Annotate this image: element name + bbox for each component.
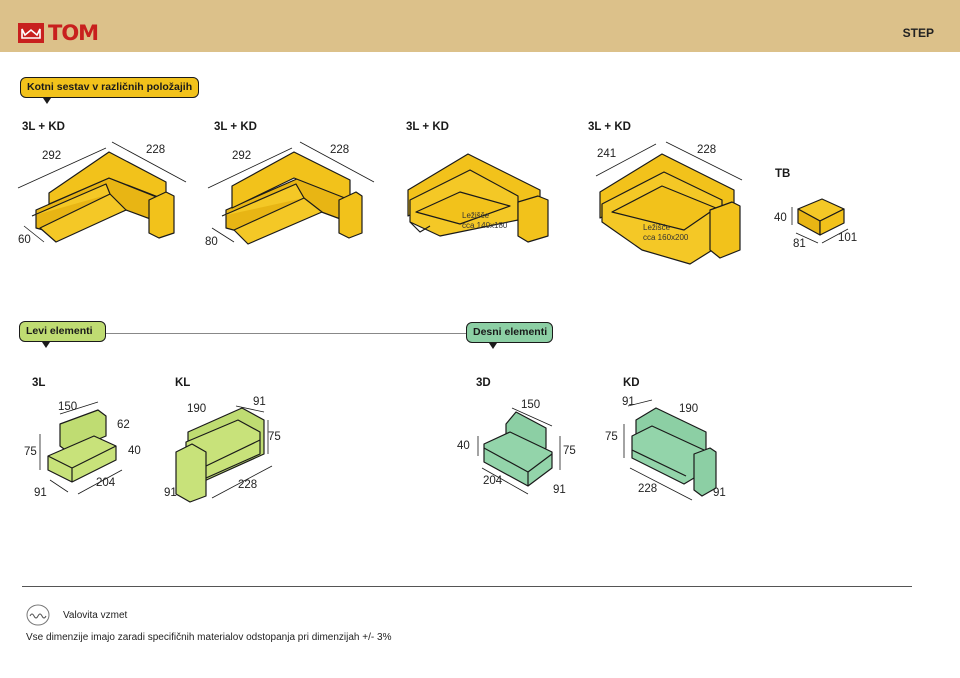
dim: 101: [838, 232, 858, 244]
corner-model-4-label: 3L + KD: [588, 121, 631, 133]
brand-name: TOM: [48, 21, 99, 45]
dim: 75: [24, 446, 37, 458]
dim: 81: [793, 238, 806, 250]
dim: 91: [34, 487, 47, 499]
element-3d-drawing: [477, 407, 561, 495]
dim: 204: [483, 475, 503, 487]
dim: 91: [164, 487, 177, 499]
dim: 190: [679, 403, 699, 415]
brand-logo[interactable]: TOM: [18, 21, 99, 45]
dim: 80: [205, 236, 218, 248]
crown-icon: [18, 23, 44, 43]
dim: 228: [146, 144, 166, 156]
element-kd-drawing: [623, 399, 717, 501]
section-right-title: Desni elementi: [466, 322, 553, 349]
dim: 228: [697, 144, 717, 156]
dim: 228: [638, 483, 658, 495]
footer-divider: [22, 586, 912, 587]
bed-size-note: Ležišče cca 160x200: [643, 223, 689, 242]
corner-model-4-drawing: [595, 141, 743, 265]
dim: 91: [253, 396, 266, 408]
section-corner-title: Kotni sestav v različnih položajih: [20, 77, 200, 104]
element-3l-label: 3L: [32, 377, 46, 389]
dim: 91: [622, 396, 635, 408]
dim: 40: [774, 212, 787, 224]
corner-model-2-label: 3L + KD: [214, 121, 257, 133]
tb-pouf-drawing: [791, 198, 849, 244]
corner-model-1-label: 3L + KD: [22, 121, 65, 133]
element-3d-label: 3D: [476, 377, 491, 389]
section-left-title: Levi elementi: [19, 321, 106, 348]
dim: 228: [330, 144, 350, 156]
dim: 75: [563, 445, 576, 457]
element-kd-label: KD: [623, 377, 640, 389]
corner-model-1-drawing: [17, 141, 187, 243]
dim: 190: [187, 403, 207, 415]
product-name: STEP: [902, 26, 934, 40]
dim: 292: [232, 150, 252, 162]
dim: 150: [521, 399, 541, 411]
dim: 204: [96, 477, 116, 489]
tb-label: TB: [775, 168, 791, 180]
dim: 91: [553, 484, 566, 496]
dim: 228: [238, 479, 258, 491]
corner-model-3-drawing: [407, 153, 549, 243]
corner-model-3-label: 3L + KD: [406, 121, 449, 133]
element-kl-label: KL: [175, 377, 191, 389]
dim: 292: [42, 150, 62, 162]
wave-spring-icon: [26, 604, 50, 626]
bed-size-note: Ležišče cca 140x180: [462, 211, 508, 230]
header-bar: TOM STEP: [0, 0, 960, 52]
dim: 91: [713, 487, 726, 499]
element-kl-drawing: [175, 405, 273, 503]
dim: 241: [597, 148, 617, 160]
dim: 75: [268, 431, 281, 443]
dim: 40: [457, 440, 470, 452]
dimension-tolerance-note: Vse dimenzije imajo zaradi specifičnih m…: [26, 632, 392, 643]
dim: 150: [58, 401, 78, 413]
dim: 40: [128, 445, 141, 457]
section-divider: [106, 333, 466, 334]
spring-label: Valovita vzmet: [63, 610, 128, 621]
dim: 75: [605, 431, 618, 443]
element-3l-drawing: [39, 401, 123, 495]
dim: 62: [117, 419, 130, 431]
corner-model-2-drawing: [207, 141, 375, 245]
dim: 60: [18, 234, 31, 246]
